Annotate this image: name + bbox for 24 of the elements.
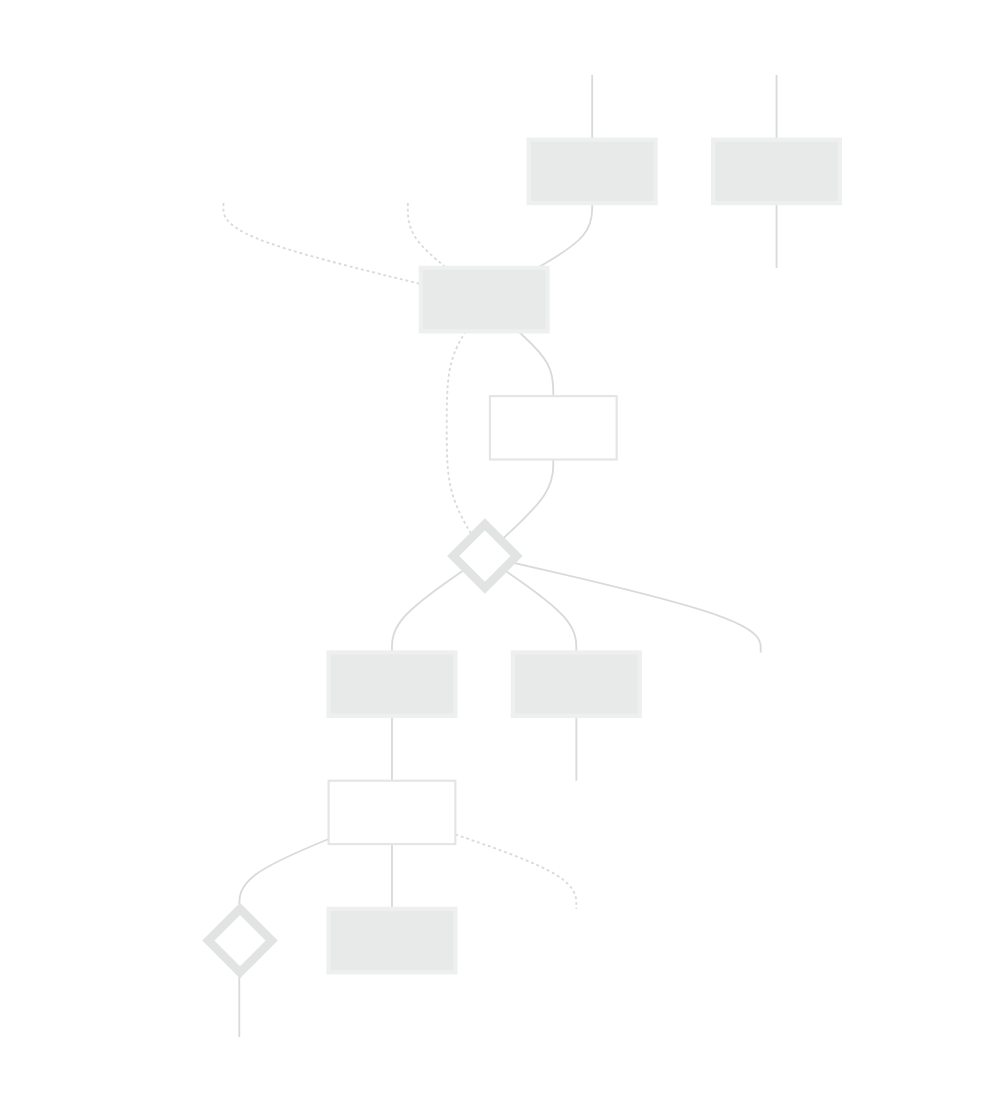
connector <box>501 568 578 654</box>
node-box <box>488 395 618 461</box>
node-box <box>326 906 458 975</box>
node-box <box>418 265 550 334</box>
connector <box>238 838 330 910</box>
connector <box>391 714 393 782</box>
connector <box>391 568 467 654</box>
connector <box>222 202 422 285</box>
node-box <box>327 779 457 846</box>
connector <box>499 458 555 542</box>
connector <box>575 714 578 782</box>
node-box <box>510 650 642 719</box>
node-box <box>526 137 658 206</box>
connector <box>517 330 555 398</box>
connector <box>591 73 594 141</box>
node-box <box>711 137 843 206</box>
connector <box>238 971 241 1039</box>
connector <box>775 202 778 269</box>
node-diamond <box>447 518 523 594</box>
connector <box>391 843 393 910</box>
connector <box>775 73 778 141</box>
node-diamond <box>202 902 278 979</box>
connector <box>454 833 578 910</box>
node-box <box>326 650 458 719</box>
